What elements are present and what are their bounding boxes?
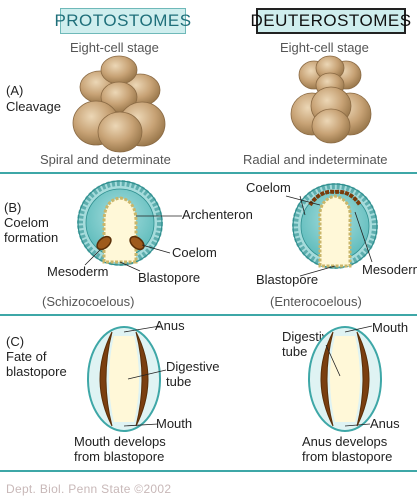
enterocoelous-label: (Enterocoelous) bbox=[270, 294, 362, 309]
separator-a-b bbox=[0, 172, 417, 174]
panel-c-title-line1: Fate of bbox=[6, 349, 47, 364]
panel-a-title: Cleavage bbox=[6, 99, 61, 114]
right-caption-line2: from blastopore bbox=[302, 449, 393, 464]
schizocoelous-embryo bbox=[77, 180, 182, 272]
right-caption-line1: Anus develops bbox=[302, 434, 388, 449]
deuterostome-digestive-tube bbox=[308, 325, 382, 432]
right-mesoderm-label: Mesoderm bbox=[362, 262, 417, 277]
panel-b-letter: (B) bbox=[4, 200, 22, 215]
enterocoelous-embryo bbox=[285, 183, 378, 277]
protostome-digestive-tube bbox=[87, 325, 167, 432]
right-anus-label: Anus bbox=[370, 416, 400, 431]
right-cleavage-caption: Radial and indeterminate bbox=[243, 152, 388, 167]
left-caption-line2: from blastopore bbox=[74, 449, 165, 464]
right-stage-label: Eight-cell stage bbox=[280, 40, 369, 55]
left-coelom-label: Coelom bbox=[172, 245, 217, 260]
left-caption-line1: Mouth develops bbox=[74, 434, 166, 449]
left-stage-label: Eight-cell stage bbox=[70, 40, 159, 55]
panel-c-title-line2: blastopore bbox=[6, 364, 67, 379]
left-tube-label: tube bbox=[166, 374, 192, 389]
right-coelom-label: Coelom bbox=[246, 180, 291, 195]
archenteron-label: Archenteron bbox=[182, 207, 253, 222]
radial-cleavage-embryo bbox=[290, 55, 372, 144]
protostomes-header: PROTOSTOMES bbox=[54, 8, 191, 34]
deuterostomes-header: DEUTEROSTOMES bbox=[250, 8, 411, 34]
left-anus-label: Anus bbox=[155, 318, 185, 333]
schizocoelous-label: (Schizocoelous) bbox=[42, 294, 135, 309]
left-mouth-label: Mouth bbox=[156, 416, 193, 431]
panel-c-letter: (C) bbox=[6, 334, 25, 349]
right-mouth-label: Mouth bbox=[372, 320, 409, 335]
left-mesoderm-label: Mesoderm bbox=[47, 264, 109, 279]
panel-a-letter: (A) bbox=[6, 83, 24, 98]
separator-c-footer bbox=[0, 470, 417, 472]
left-blastopore-label: Blastopore bbox=[138, 270, 201, 285]
copyright-footer: Dept. Biol. Penn State ©2002 bbox=[6, 482, 172, 496]
left-digestive-label: Digestive bbox=[166, 359, 220, 374]
spiral-cleavage-embryo bbox=[72, 55, 166, 153]
right-tube-label: tube bbox=[282, 344, 308, 359]
panel-b-title-line2: formation bbox=[4, 230, 59, 245]
right-blastopore-label: Blastopore bbox=[256, 272, 319, 287]
panel-b-title-line1: Coelom bbox=[4, 215, 49, 230]
separator-b-c bbox=[0, 314, 417, 316]
left-cleavage-caption: Spiral and determinate bbox=[40, 152, 171, 167]
